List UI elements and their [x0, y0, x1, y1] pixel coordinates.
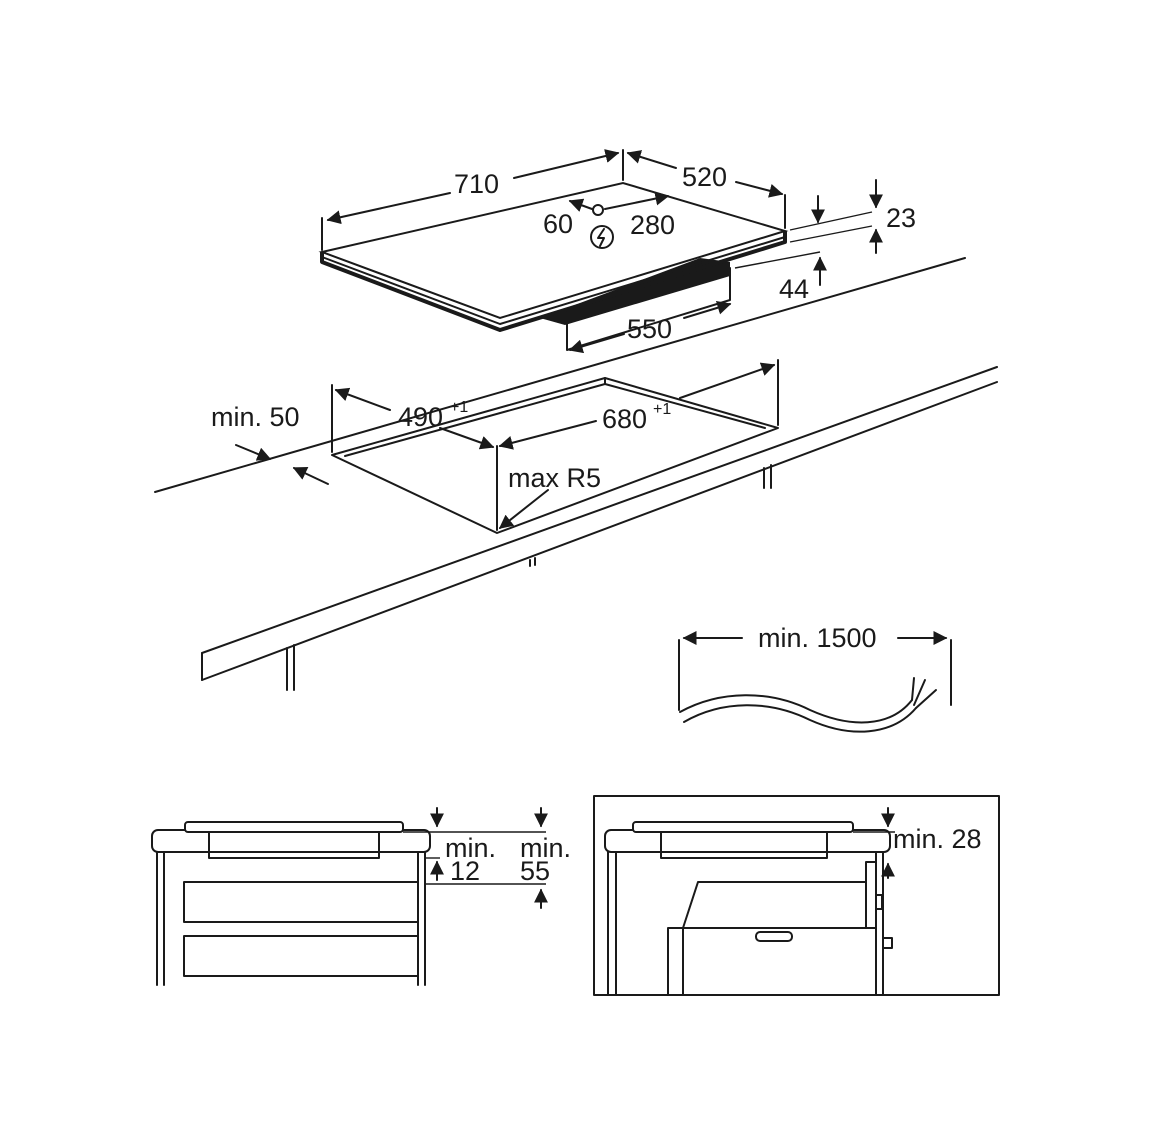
hob-width-label: 710 — [454, 169, 499, 199]
drawer-top — [183, 881, 419, 923]
cable-length-label: min. 1500 — [758, 623, 877, 653]
section-drawer-cabinet: min. 12 min. 55 — [151, 807, 571, 986]
oven-door-edge — [865, 861, 877, 929]
hob-depth-label: 520 — [682, 162, 727, 192]
built-in-height-label: 44 — [779, 274, 809, 304]
cutout-width-tolerance: +1 — [653, 401, 671, 418]
cutout-depth-tolerance: +1 — [450, 399, 468, 416]
drawer-gap-label-1: min. — [445, 833, 496, 863]
oven-clip-bottom — [882, 937, 893, 949]
cable-offset-side-label: 60 — [543, 209, 573, 239]
hob-dimensions: 710 520 60 280 23 44 550 — [321, 149, 916, 354]
worktop-section-left — [151, 829, 431, 853]
cable-offset-rear-label: 280 — [630, 210, 675, 240]
electric-connection-icon — [590, 225, 614, 249]
base-depth-label: 550 — [627, 314, 672, 344]
drawer-bottom — [183, 935, 419, 977]
worktop-illustration — [154, 257, 998, 691]
drawer-gap-value-2: 55 — [520, 856, 550, 886]
cutout-depth-label: 490 — [398, 402, 443, 432]
cutout-dimensions: 490 +1 680 +1 min. 50 max R5 — [211, 359, 779, 531]
power-cable-illustration: min. 1500 — [678, 623, 952, 733]
cutout-width-label: 680 — [602, 404, 647, 434]
oven-section-frame — [593, 795, 1000, 996]
drawer-gap-label-2: min. — [520, 833, 571, 863]
hob-glass-top — [318, 181, 789, 320]
drawer-gap-value-1: 12 — [450, 856, 480, 886]
hob-body-section-left — [208, 831, 380, 859]
corner-radius-label: max R5 — [508, 463, 601, 493]
glass-thickness-label: 23 — [886, 203, 916, 233]
cutout-opening — [331, 377, 779, 534]
hob-glass-edge — [320, 231, 787, 332]
section-oven-cabinet: min. 28 — [593, 795, 1000, 996]
oven-handle — [755, 931, 793, 942]
oven-gap-label: min. 28 — [893, 824, 982, 854]
cable-entry-point — [592, 204, 604, 216]
cutout-depth-value: 490 — [398, 402, 443, 432]
hob-illustration — [318, 181, 789, 351]
worktop-section-right — [604, 829, 891, 853]
cutout-width-value: 680 — [602, 404, 647, 434]
front-distance-label: min. 50 — [211, 402, 300, 432]
oven-clip-top — [875, 894, 883, 910]
hob-base-box — [566, 267, 731, 351]
hob-body-section-right — [660, 831, 828, 859]
oven-body — [667, 881, 867, 996]
